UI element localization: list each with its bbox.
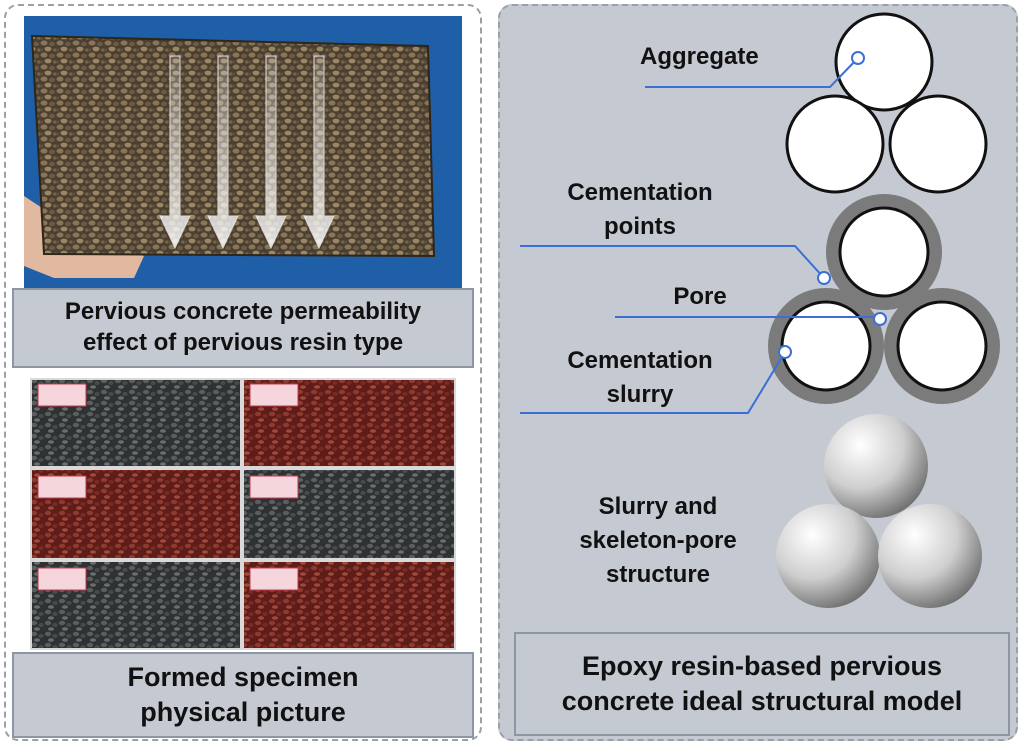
specimen-block-2	[244, 380, 454, 466]
cementation-cluster	[768, 194, 1000, 404]
specimen-tag	[37, 567, 87, 591]
label-structure-line1: Slurry and	[598, 493, 718, 520]
label-pore: Pore	[673, 283, 727, 310]
specimen-tag	[249, 475, 299, 499]
specimen-block-6	[244, 562, 454, 648]
aggregate-cluster	[785, 12, 988, 194]
structural-model-caption-line1: Epoxy resin-based pervious	[581, 651, 943, 682]
concrete-block	[30, 34, 436, 258]
label-structure-line3: structure	[605, 561, 711, 589]
specimen-tag	[249, 567, 299, 591]
cemented-aggregate-left	[780, 300, 872, 392]
label-cementation-slurry: Cementation slurry	[540, 344, 740, 412]
specimen-tag	[249, 383, 299, 407]
cemented-aggregate-right	[896, 300, 988, 392]
permeability-caption-line1: Pervious concrete permeability	[64, 298, 422, 326]
label-cementation-slurry-line2: slurry	[606, 381, 674, 409]
specimen-tag	[37, 383, 87, 407]
specimen-caption: Formed specimen physical picture	[12, 652, 474, 738]
sphere-cluster	[776, 414, 982, 608]
specimen-block-5	[32, 562, 240, 648]
specimen-photo	[30, 378, 456, 650]
aggregate-circle-left	[785, 94, 885, 194]
label-cementation-slurry-line1: Cementation	[567, 347, 713, 374]
sphere-right	[878, 504, 982, 608]
cementation-points-leader	[520, 245, 825, 279]
label-structure-line2: skeleton-pore	[579, 527, 737, 555]
permeability-caption-line2: effect of pervious resin type	[82, 329, 404, 356]
aggregate-leader	[645, 51, 865, 88]
specimen-caption-line1: Formed specimen	[127, 662, 359, 693]
cementation-slurry-leader	[520, 351, 786, 414]
sphere-top	[824, 414, 928, 518]
sphere-left	[776, 504, 880, 608]
permeability-arrows	[159, 55, 335, 250]
cementation-leaders	[520, 245, 887, 414]
specimen-tag	[37, 475, 87, 499]
cemented-aggregate-top	[838, 206, 930, 298]
specimen-block-4	[244, 470, 454, 558]
label-cementation-points-line2: points	[604, 213, 676, 241]
specimen-block-1	[32, 380, 240, 466]
label-cementation-points: Cementation points	[540, 176, 740, 244]
aggregate-circle-right	[888, 94, 988, 194]
label-aggregate: Aggregate	[640, 43, 759, 70]
label-cementation-points-line1: Cementation	[567, 179, 713, 206]
specimen-caption-line2: physical picture	[140, 697, 346, 727]
structural-model-caption-line2: concrete ideal structural model	[561, 686, 963, 716]
pervious-concrete-photo	[24, 16, 462, 288]
permeability-caption: Pervious concrete permeability effect of…	[12, 288, 474, 368]
aggregate-circle-top	[834, 12, 934, 112]
specimen-block-3	[32, 470, 240, 558]
structural-model-caption: Epoxy resin-based pervious concrete idea…	[514, 632, 1010, 736]
label-slurry-skeleton-pore-structure: Slurry and skeleton-pore structure	[548, 490, 768, 592]
